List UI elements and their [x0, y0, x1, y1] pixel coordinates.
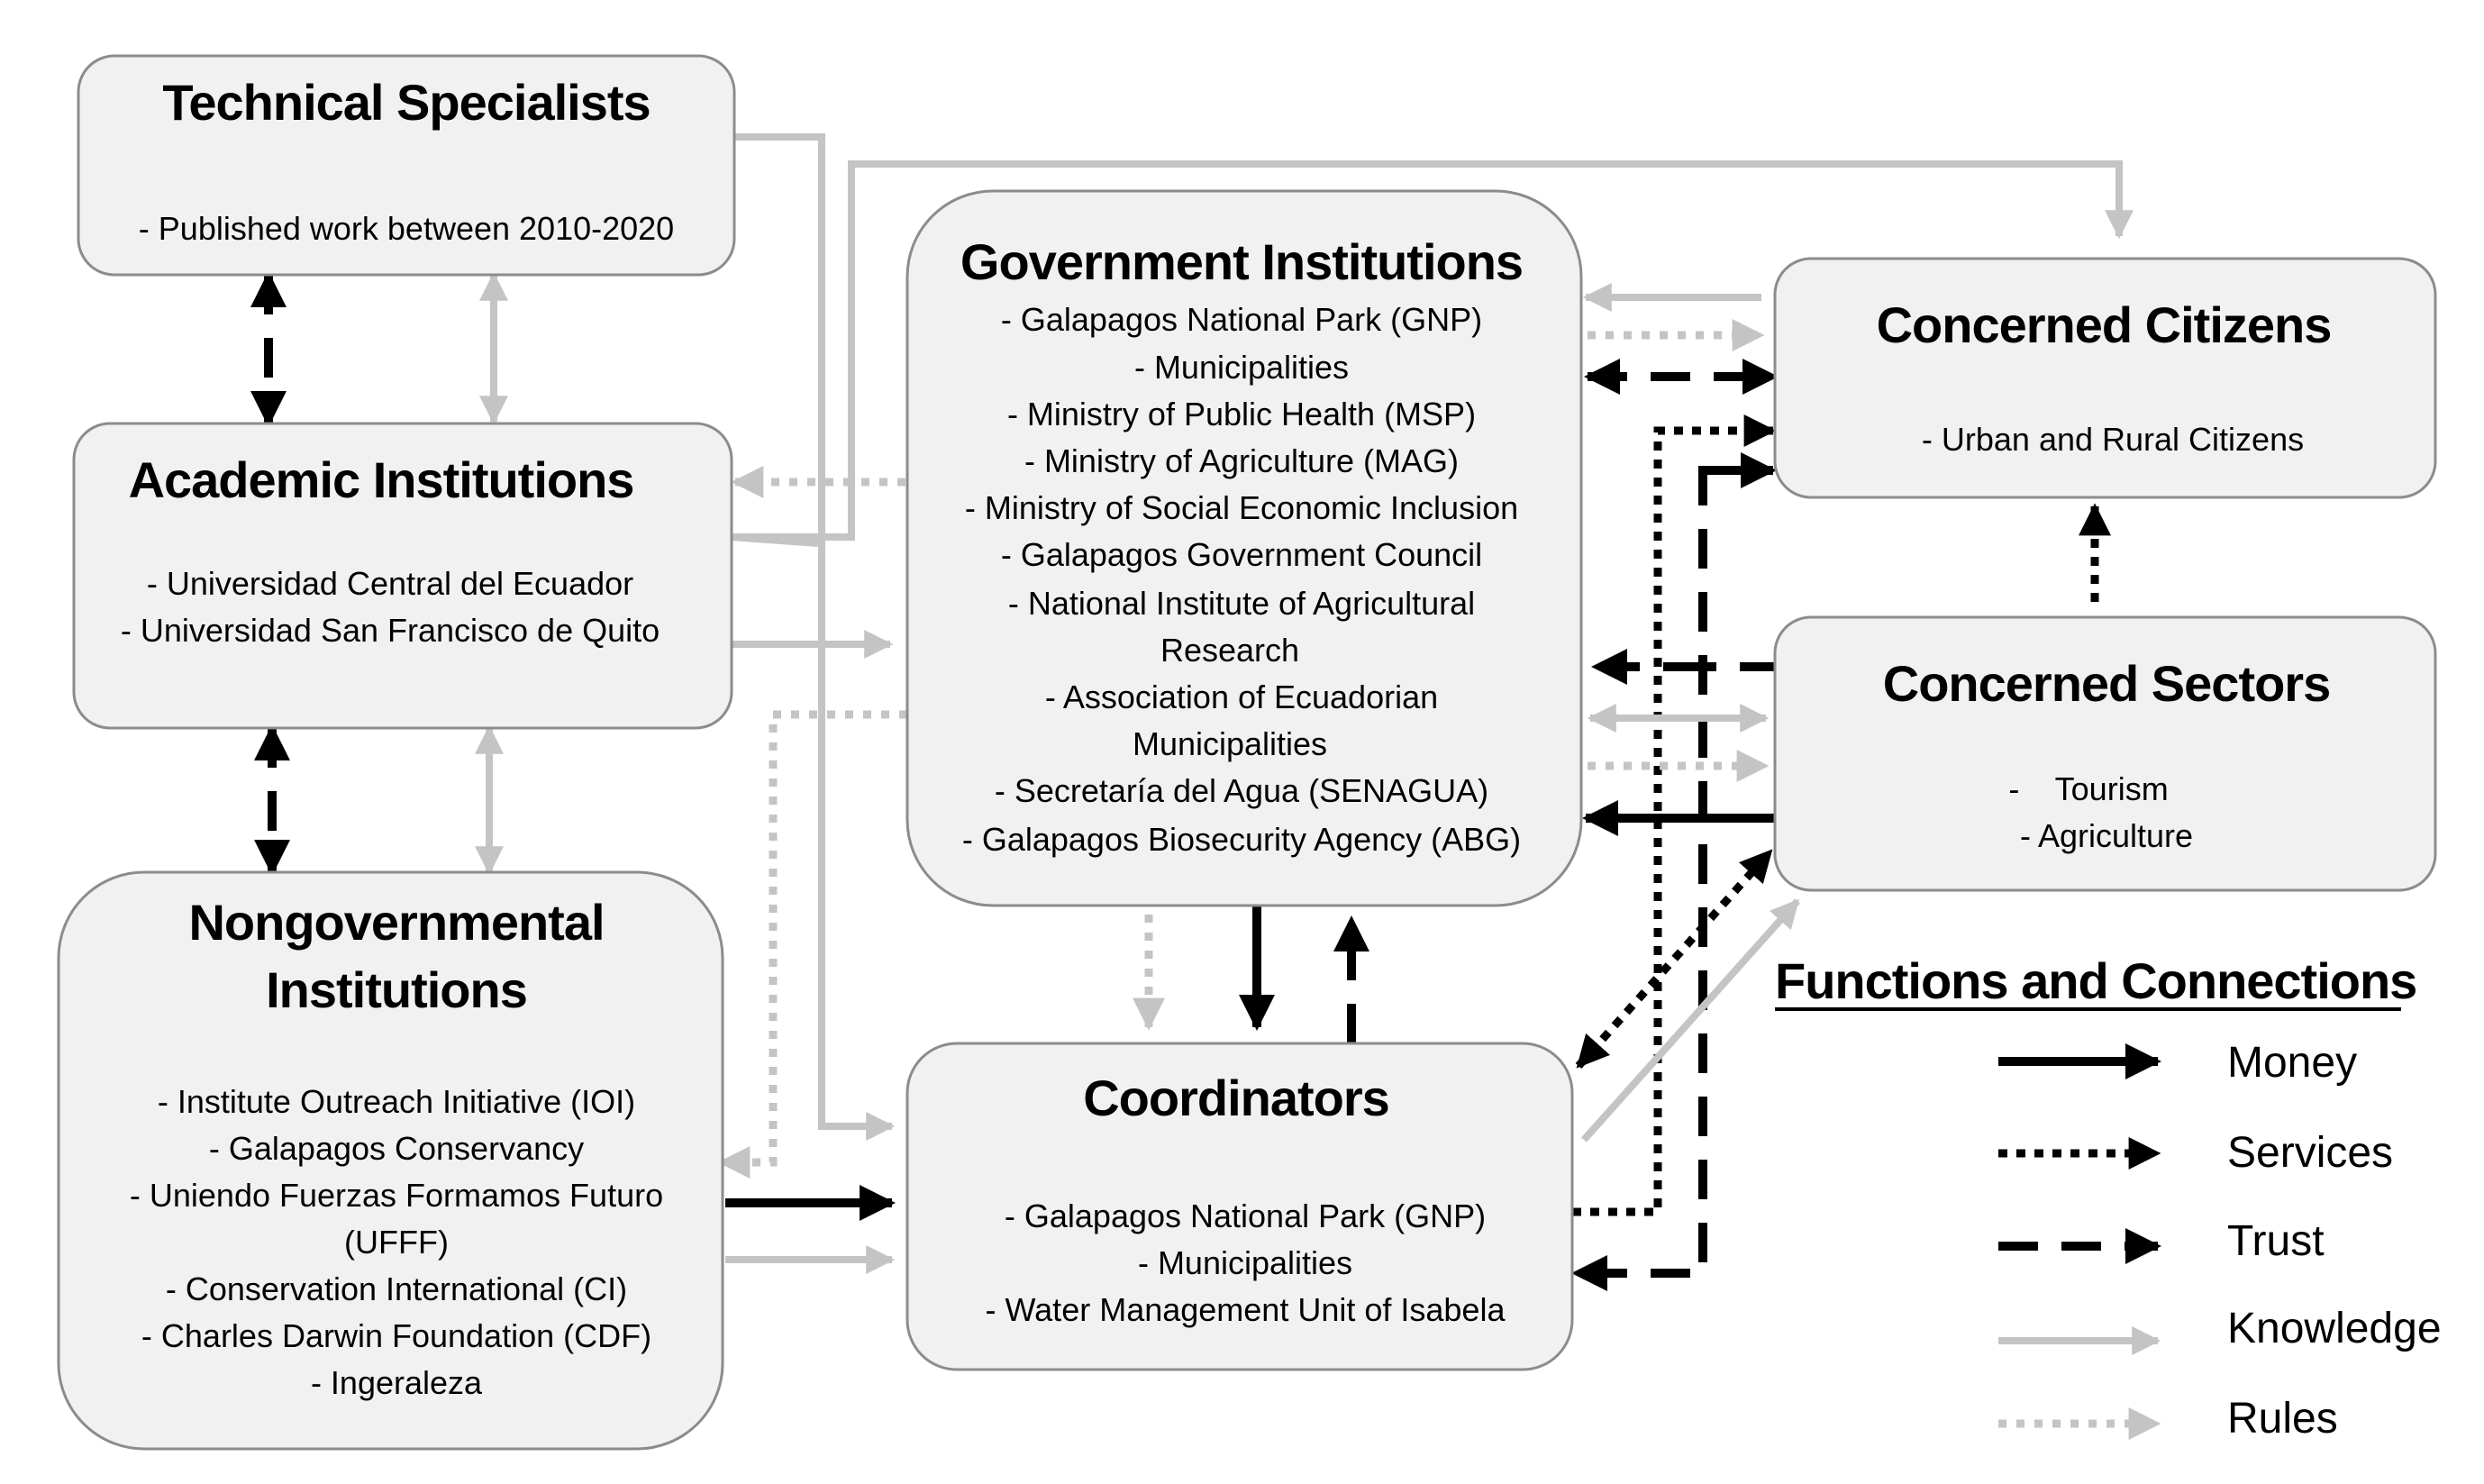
node-concerned-citizens: Concerned Citizens - Urban and Rural Cit…	[1773, 257, 2437, 499]
node-item: Research	[1160, 632, 1299, 669]
node-item: - Galapagos Biosecurity Agency (ABG)	[962, 821, 1521, 858]
connector-rules-government-ngo	[717, 710, 907, 1179]
node-title: Nongovernmental	[188, 894, 604, 951]
node-title: Academic Institutions	[129, 451, 634, 508]
node-title: Concerned Citizens	[1877, 296, 2332, 353]
legend-label-trust: Trust	[2227, 1217, 2325, 1265]
legend-label-money: Money	[2227, 1039, 2357, 1087]
node-title: Coordinators	[1083, 1070, 1389, 1126]
connector-knowledge-tech-coordinators	[734, 133, 896, 1141]
connector-trust-coordinators-citizens	[1571, 466, 1707, 1291]
node-item: - Universidad San Francisco de Quito	[121, 612, 660, 649]
node-item: - Uniendo Fuerzas Formamos Futuro	[130, 1177, 663, 1214]
node-item: - Urban and Rural Citizens	[1922, 421, 2304, 458]
node-title: Government Institutions	[960, 233, 1523, 290]
node-technical-specialists: Technical Specialists - Published work b…	[77, 54, 736, 277]
node-government-institutions: Government Institutions - Galapagos Nati…	[905, 189, 1583, 907]
node-academic-institutions-box	[72, 422, 733, 730]
legend-entry-trust: Trust	[1998, 1217, 2325, 1265]
legend-entry-knowledge: Knowledge	[1998, 1305, 2442, 1355]
legend-entry-money: Money	[1998, 1039, 2357, 1087]
node-item: - Charles Darwin Foundation (CDF)	[141, 1317, 651, 1354]
node-item: - Published work between 2010-2020	[139, 210, 674, 247]
node-item: - Galapagos Government Council	[1001, 536, 1482, 573]
node-title: Concerned Sectors	[1883, 655, 2331, 712]
node-government-institutions-box	[905, 189, 1583, 907]
node-nongovernmental-institutions: Nongovernmental Institutions - Institute…	[57, 870, 724, 1451]
node-coordinators: Coordinators - Galapagos National Park (…	[905, 1042, 1574, 1371]
legend-label-rules: Rules	[2227, 1395, 2338, 1443]
node-item: - Galapagos National Park (GNP)	[1005, 1197, 1486, 1234]
node-item: - Municipalities	[1134, 349, 1349, 386]
connector-services-coordinators-sectors	[1575, 848, 1774, 1070]
node-item: - Conservation International (CI)	[166, 1270, 627, 1307]
legend-entry-rules: Rules	[1998, 1395, 2338, 1443]
node-item: - Association of Ecuadorian	[1045, 678, 1438, 715]
node-item: - Ministry of Social Economic Inclusion	[965, 489, 1518, 526]
connector-knowledge-academic-coordcorridor	[731, 533, 819, 547]
node-academic-institutions: Academic Institutions - Universidad Cent…	[72, 422, 733, 730]
connectors	[250, 133, 2134, 1291]
node-title: Institutions	[266, 961, 527, 1018]
connector-knowledge-coordinators-sectors	[1581, 898, 1800, 1143]
node-concerned-citizens-box	[1773, 257, 2437, 499]
node-item: (UFFF)	[344, 1224, 449, 1261]
node-item: - Secretaría del Agua (SENAGUA)	[995, 772, 1488, 809]
node-item: - Universidad Central del Ecuador	[147, 565, 633, 602]
node-nongovernmental-institutions-box	[57, 870, 724, 1451]
legend-label-services: Services	[2227, 1129, 2393, 1177]
legend-entry-services: Services	[1998, 1129, 2393, 1177]
node-item: Municipalities	[1133, 725, 1327, 762]
node-item: - Agriculture	[2020, 817, 2193, 854]
node-technical-specialists-box	[77, 54, 736, 277]
node-item: - Tourism	[2008, 770, 2168, 807]
node-item: - Ministry of Public Health (MSP)	[1007, 396, 1476, 432]
node-item: - Galapagos Conservancy	[209, 1130, 584, 1167]
node-concerned-sectors-box	[1773, 615, 2437, 892]
node-item: - National Institute of Agricultural	[1008, 585, 1475, 622]
node-concerned-sectors: Concerned Sectors - Tourism - Agricultur…	[1773, 615, 2437, 892]
node-title: Technical Specialists	[162, 74, 650, 131]
connector-knowledge-academic-citizens	[734, 160, 2134, 541]
legend: Functions and Connections Money Services…	[1775, 952, 2442, 1443]
node-item: - Water Management Unit of Isabela	[986, 1291, 1506, 1328]
node-item: - Municipalities	[1138, 1244, 1352, 1281]
node-item: - Institute Outreach Initiative (IOI)	[158, 1083, 635, 1120]
node-item: - Ministry of Agriculture (MAG)	[1024, 442, 1459, 479]
node-item: - Galapagos National Park (GNP)	[1001, 301, 1482, 338]
node-coordinators-box	[905, 1042, 1574, 1371]
legend-label-knowledge: Knowledge	[2227, 1305, 2442, 1352]
legend-title: Functions and Connections	[1775, 952, 2416, 1009]
node-item: - Ingeraleza	[311, 1364, 483, 1401]
